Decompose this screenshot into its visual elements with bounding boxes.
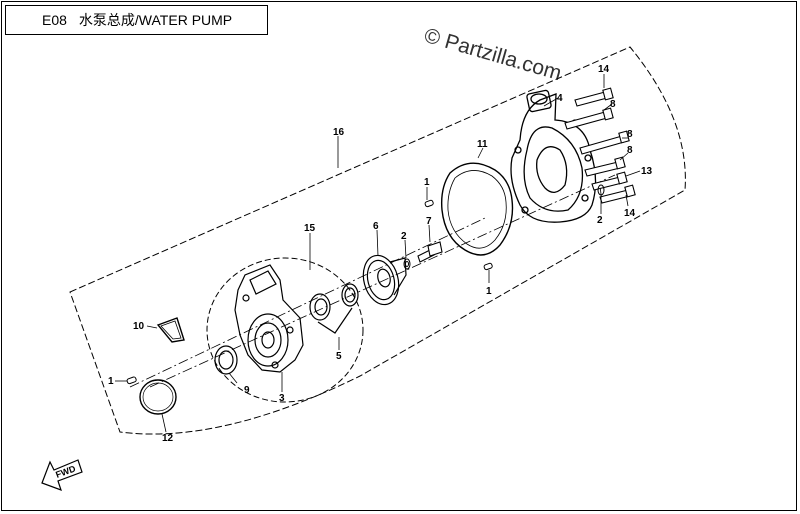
- callout-15: 15: [304, 223, 316, 234]
- cover-gasket: [440, 162, 514, 256]
- callout-5: 5: [336, 351, 342, 362]
- diagram-title: 水泵总成/WATER PUMP: [78, 12, 233, 28]
- callout-2-right: 2: [597, 215, 603, 226]
- cover-subassembly-boundary: [206, 257, 364, 403]
- callout-8-third: 8: [627, 145, 633, 156]
- cover-bolts: [564, 87, 636, 204]
- impeller-bolt: [417, 241, 443, 263]
- oil-seal: [214, 345, 238, 375]
- callout-8-first: 8: [610, 99, 616, 110]
- callout-12: 12: [162, 433, 174, 444]
- diagram-title-box: E08 水泵总成/WATER PUMP: [5, 5, 268, 35]
- callout-1-top: 1: [424, 177, 430, 188]
- callout-6: 6: [373, 221, 379, 232]
- mechanical-seals: [309, 283, 359, 334]
- assembly-axis-lines: [129, 174, 616, 388]
- washers: [403, 184, 605, 270]
- callout-7: 7: [426, 216, 432, 227]
- assembly-boundary: [69, 46, 686, 435]
- callout-8-second: 8: [627, 129, 633, 140]
- callout-14-bottom: 14: [624, 208, 636, 219]
- callout-16: 16: [333, 127, 345, 138]
- callout-13: 13: [641, 166, 653, 177]
- callout-leaders: [115, 74, 641, 433]
- callout-1-left: 1: [108, 376, 114, 387]
- forward-arrow-icon: FWD: [41, 459, 83, 491]
- callout-3: 3: [279, 393, 285, 404]
- dowel-pins: [126, 199, 493, 385]
- callout-10: 10: [133, 321, 145, 332]
- callout-2-center: 2: [401, 231, 407, 242]
- callout-4: 4: [557, 93, 563, 104]
- impeller: [362, 254, 407, 306]
- callout-14-top: 14: [598, 64, 610, 75]
- diagram-code: E08: [42, 12, 67, 28]
- callout-1-right: 1: [486, 286, 492, 297]
- water-pump-body: [234, 264, 304, 373]
- o-ring-round: [139, 379, 177, 415]
- callout-11: 11: [477, 139, 488, 150]
- callout-9: 9: [244, 385, 250, 396]
- o-ring-triangle: [156, 317, 185, 343]
- water-pump-cover: [510, 89, 597, 223]
